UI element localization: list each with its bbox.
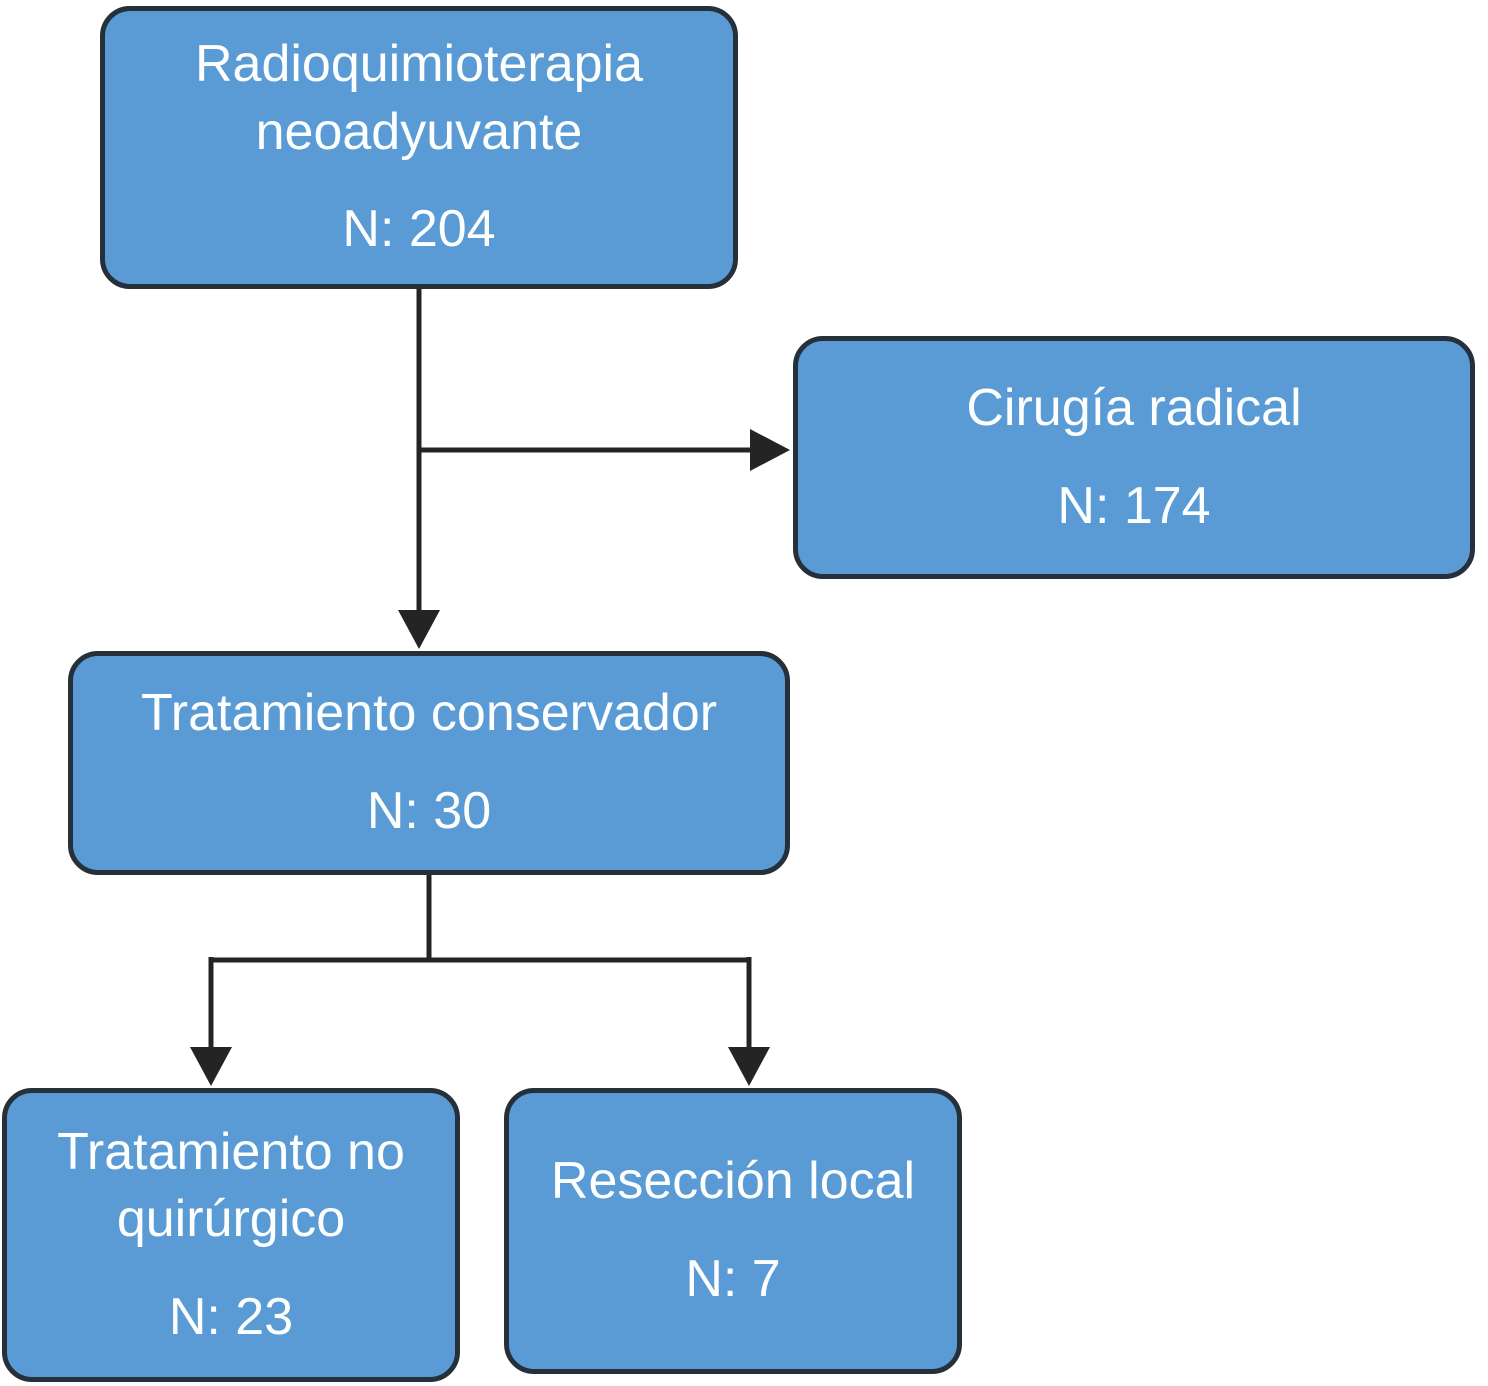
node-tratamiento-conservador: Tratamiento conservador N: 30 (68, 651, 790, 875)
arrowhead-down-nonsurgical (190, 1047, 232, 1086)
node-title: Radioquimioterapia neoadyuvante (194, 35, 644, 161)
node-count: N: 204 (342, 200, 496, 259)
node-title: Cirugía radical (966, 378, 1302, 437)
node-title: Tratamiento conservador (140, 684, 718, 743)
node-count: N: 7 (685, 1250, 781, 1308)
node-count: N: 174 (1057, 476, 1211, 535)
node-radioquimioterapia-neoadyuvante: Radioquimioterapia neoadyuvante N: 204 (100, 6, 738, 289)
node-title: Tratamiento no quirúrgico (57, 1122, 405, 1249)
node-title: Resección local (550, 1152, 916, 1211)
arrowhead-down-conservative (398, 610, 440, 649)
node-reseccion-local: Resección local N: 7 (504, 1088, 962, 1374)
arrowhead-down-resection (728, 1047, 770, 1086)
arrowhead-right-radical (750, 429, 790, 471)
node-count: N: 30 (366, 782, 492, 840)
node-tratamiento-no-quirurgico: Tratamiento no quirúrgico N: 23 (2, 1088, 460, 1382)
node-count: N: 23 (168, 1287, 294, 1346)
node-cirugia-radical: Cirugía radical N: 174 (793, 336, 1475, 579)
